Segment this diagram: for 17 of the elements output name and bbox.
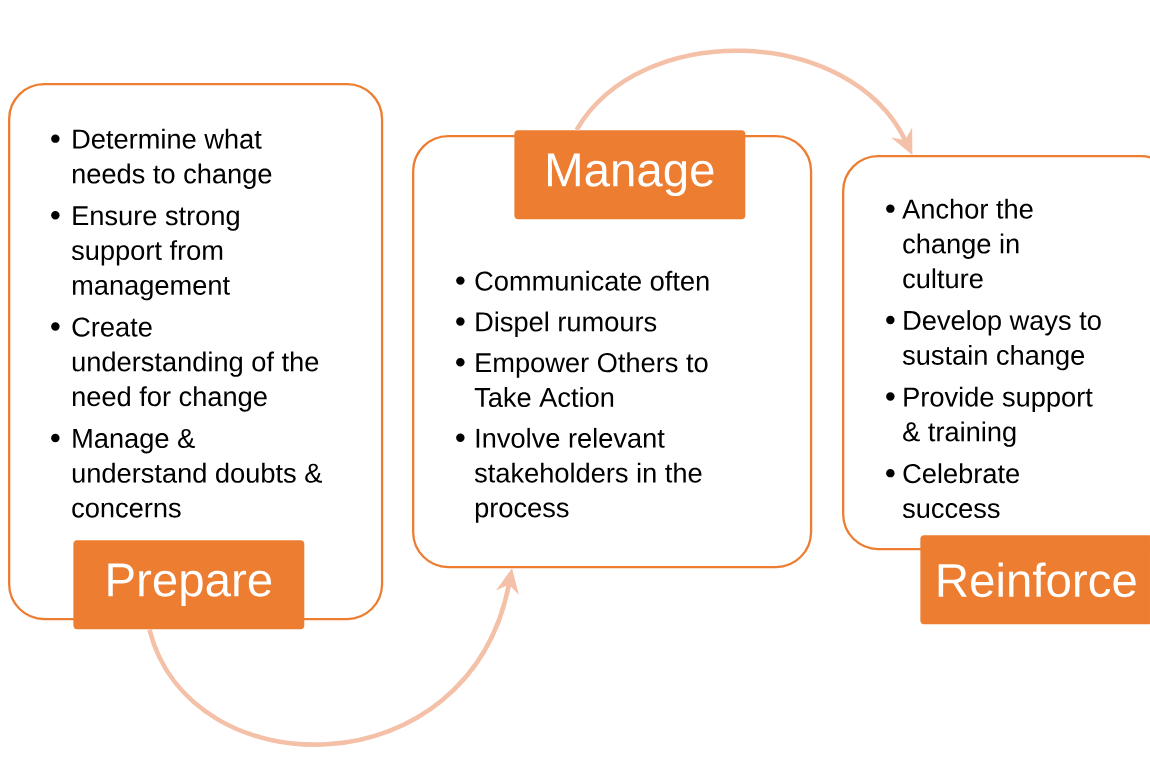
heading-tab: Reinforce — [920, 535, 1150, 625]
list-item: Determine what needs to change — [51, 128, 272, 189]
list-item: Anchor the change in culture — [886, 198, 1033, 289]
rounded-panel — [8, 83, 384, 621]
list-item: Provide support & training — [886, 386, 1093, 447]
list-item: Dispel rumours — [456, 311, 657, 337]
rounded-panel — [412, 135, 813, 569]
list-item: Create understanding of the need for change — [51, 317, 319, 412]
list-item: Communicate often — [456, 270, 709, 291]
list-item: Celebrate success — [886, 463, 1019, 519]
list-item: Empower Others to Take Action — [456, 352, 708, 408]
list-item: Involve relevant stakeholders in the process — [456, 427, 702, 523]
heading-tab: Prepare — [73, 540, 305, 630]
list-item: Manage & understand doubts & concerns — [51, 428, 322, 518]
list-item: Ensure strong support from management — [51, 206, 239, 301]
list-item: Develop ways to sustain change — [886, 310, 1101, 371]
rounded-panel — [842, 155, 1150, 551]
